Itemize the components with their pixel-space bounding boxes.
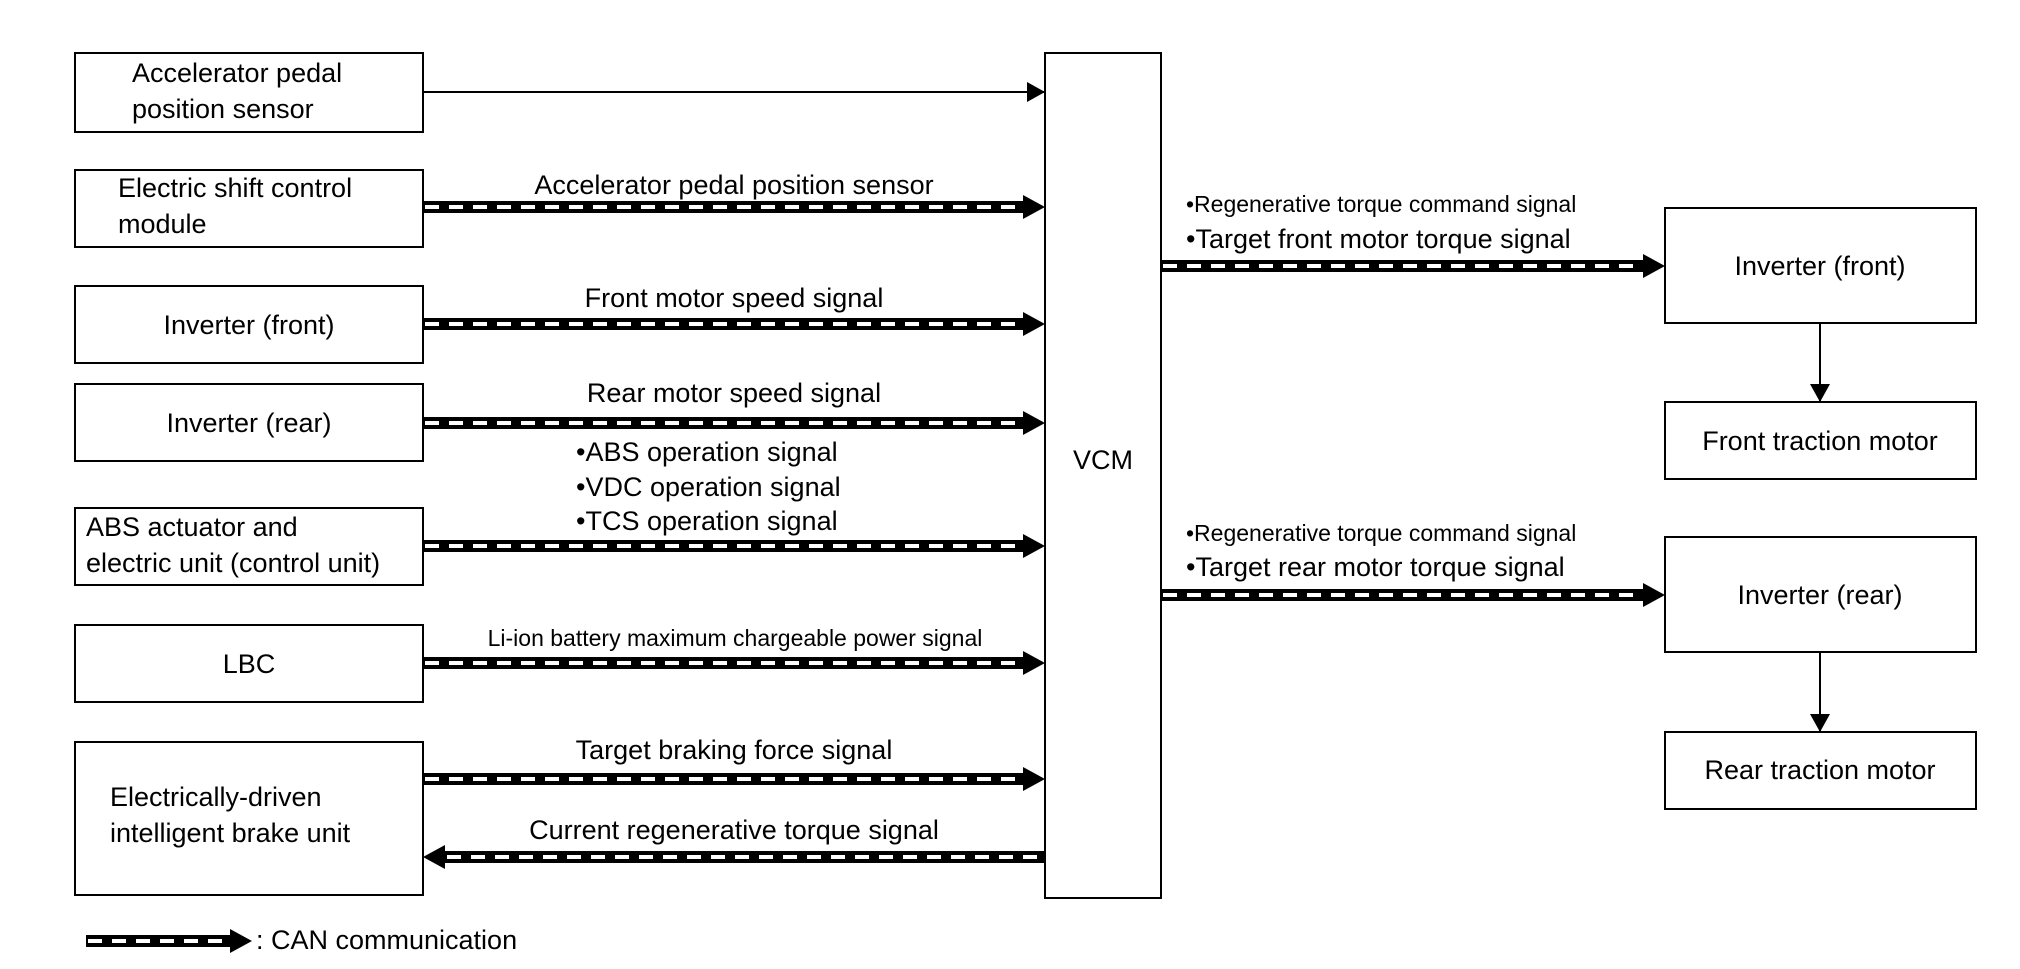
arrow-inverter-rear: [423, 411, 1045, 435]
arrow-inverter-front: [423, 312, 1045, 336]
arrow-inverter-rear-to-motor: [1810, 652, 1830, 732]
arrowhead: [230, 929, 252, 953]
output-rear-traction-motor: Rear traction motor: [1664, 731, 1977, 810]
arrow-brake-target-force: [423, 767, 1045, 791]
arrowhead: [1643, 583, 1665, 607]
input-label-line: electric unit (control unit): [86, 548, 380, 578]
signal-label-target-front-torque: •Target front motor torque signal: [1186, 224, 1571, 254]
input-lbc: LBC: [74, 624, 424, 703]
arrow-lbc: [423, 651, 1045, 675]
signal-label-tcs-operation: •TCS operation signal: [576, 506, 838, 536]
signal-labels: Accelerator pedal position sensor Front …: [488, 170, 1577, 845]
arrowhead: [1023, 651, 1045, 675]
vcm-box: VCM: [1044, 52, 1162, 899]
arrow-current-regen-torque: [423, 845, 1045, 869]
arrow-shift-module: [423, 195, 1045, 219]
output-label: Front traction motor: [1702, 426, 1938, 456]
input-label-line: module: [118, 209, 207, 239]
arrowhead: [1023, 534, 1045, 558]
signal-label-rear-motor-speed: Rear motor speed signal: [587, 378, 881, 408]
input-label-line: Electrically-driven: [110, 782, 322, 812]
input-electrically-driven-brake-unit: Electrically-driven intelligent brake un…: [74, 741, 424, 896]
legend-can-arrow-shape: [86, 929, 252, 953]
output-label: Inverter (front): [1734, 251, 1905, 281]
arrowhead: [1810, 384, 1830, 402]
legend-label: : CAN communication: [256, 925, 517, 955]
arrow-accelerator-pedal: [423, 82, 1045, 102]
arrowhead: [1023, 767, 1045, 791]
input-abs-actuator: ABS actuator and electric unit (control …: [74, 507, 424, 586]
signal-label-abs-operation: •ABS operation signal: [576, 437, 838, 467]
arrowhead: [1023, 312, 1045, 336]
legend-can-arrow: [86, 929, 252, 953]
input-inverter-rear: Inverter (rear): [74, 383, 424, 462]
arrow-inverter-front-to-motor: [1810, 323, 1830, 402]
signal-arrows: [423, 82, 1830, 869]
can-band: [1161, 589, 1643, 601]
output-label: Inverter (rear): [1737, 580, 1902, 610]
input-label-line: Inverter (front): [163, 310, 334, 340]
input-label-line: Inverter (rear): [166, 408, 331, 438]
arrow-to-inverter-rear: [1161, 583, 1665, 607]
signal-label-regen-command-front: •Regenerative torque command signal: [1186, 191, 1576, 217]
arrowhead: [1027, 82, 1045, 102]
arrowhead: [1023, 411, 1045, 435]
output-front-traction-motor: Front traction motor: [1664, 401, 1977, 480]
signal-label-shift-module: Accelerator pedal position sensor: [534, 170, 933, 200]
vcm-label: VCM: [1073, 445, 1133, 475]
can-band: [1161, 260, 1643, 272]
output-label: Rear traction motor: [1704, 755, 1935, 785]
signal-label-target-rear-torque: •Target rear motor torque signal: [1186, 552, 1565, 582]
signal-label-target-braking-force: Target braking force signal: [576, 735, 893, 765]
input-electric-shift-control-module: Electric shift control module: [74, 169, 424, 248]
arrow-to-inverter-front: [1161, 254, 1665, 278]
signal-label-current-regen-torque: Current regenerative torque signal: [529, 815, 939, 845]
input-label-line: ABS actuator and: [86, 512, 298, 542]
arrowhead: [423, 845, 445, 869]
input-label-line: Accelerator pedal: [132, 58, 342, 88]
can-band: [86, 935, 230, 947]
input-accelerator-pedal-sensor: Accelerator pedal position sensor: [74, 52, 424, 133]
input-label-line: position sensor: [132, 94, 314, 124]
signal-label-regen-command-rear: •Regenerative torque command signal: [1186, 520, 1576, 546]
signal-label-vdc-operation: •VDC operation signal: [576, 472, 841, 502]
input-inverter-front: Inverter (front): [74, 285, 424, 364]
input-label-line: intelligent brake unit: [110, 818, 351, 848]
signal-label-front-motor-speed: Front motor speed signal: [585, 283, 884, 313]
input-label-line: Electric shift control: [118, 173, 352, 203]
signal-label-lbc-power: Li-ion battery maximum chargeable power …: [488, 625, 983, 651]
output-inverter-front: Inverter (front): [1664, 207, 1977, 324]
arrowhead: [1023, 195, 1045, 219]
arrowhead: [1643, 254, 1665, 278]
arrow-abs-actuator: [423, 534, 1045, 558]
input-label-line: LBC: [223, 649, 276, 679]
arrowhead: [1810, 714, 1830, 732]
output-inverter-rear: Inverter (rear): [1664, 536, 1977, 653]
